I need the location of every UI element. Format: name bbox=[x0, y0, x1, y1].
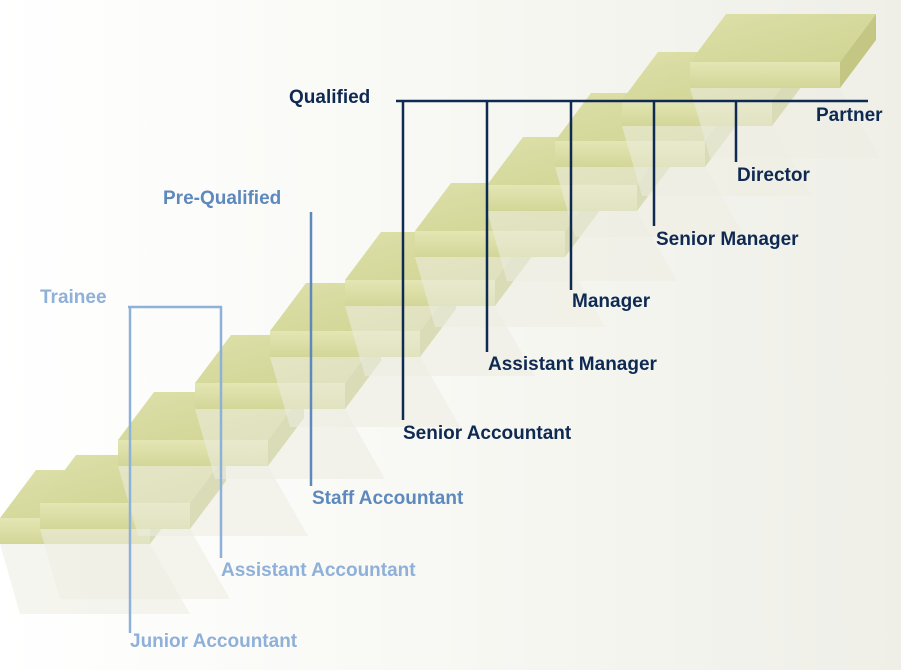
role-label-partner: Partner bbox=[816, 105, 883, 126]
trainee-bracket bbox=[128, 305, 223, 633]
step-shadow bbox=[40, 529, 230, 599]
role-label-assistant-manager: Assistant Manager bbox=[488, 354, 657, 375]
step-tread bbox=[690, 14, 876, 62]
group-label-qualified: Qualified bbox=[289, 87, 371, 108]
group-label-pre-qualified: Pre-Qualified bbox=[163, 188, 282, 209]
role-label-junior-accountant: Junior Accountant bbox=[130, 631, 298, 652]
step-side bbox=[840, 14, 876, 88]
role-label-senior-manager: Senior Manager bbox=[656, 229, 799, 250]
role-label-assistant-accountant: Assistant Accountant bbox=[221, 560, 416, 581]
role-label-senior-accountant: Senior Accountant bbox=[403, 423, 572, 444]
step-shadow bbox=[690, 88, 880, 158]
group-label-trainee: Trainee bbox=[40, 287, 107, 308]
step-riser bbox=[690, 62, 840, 88]
role-label-director: Director bbox=[737, 165, 810, 186]
step-shadow bbox=[118, 466, 308, 536]
role-label-manager: Manager bbox=[572, 291, 651, 312]
qualified-tree bbox=[396, 99, 868, 420]
role-label-staff-accountant: Staff Accountant bbox=[312, 488, 464, 509]
